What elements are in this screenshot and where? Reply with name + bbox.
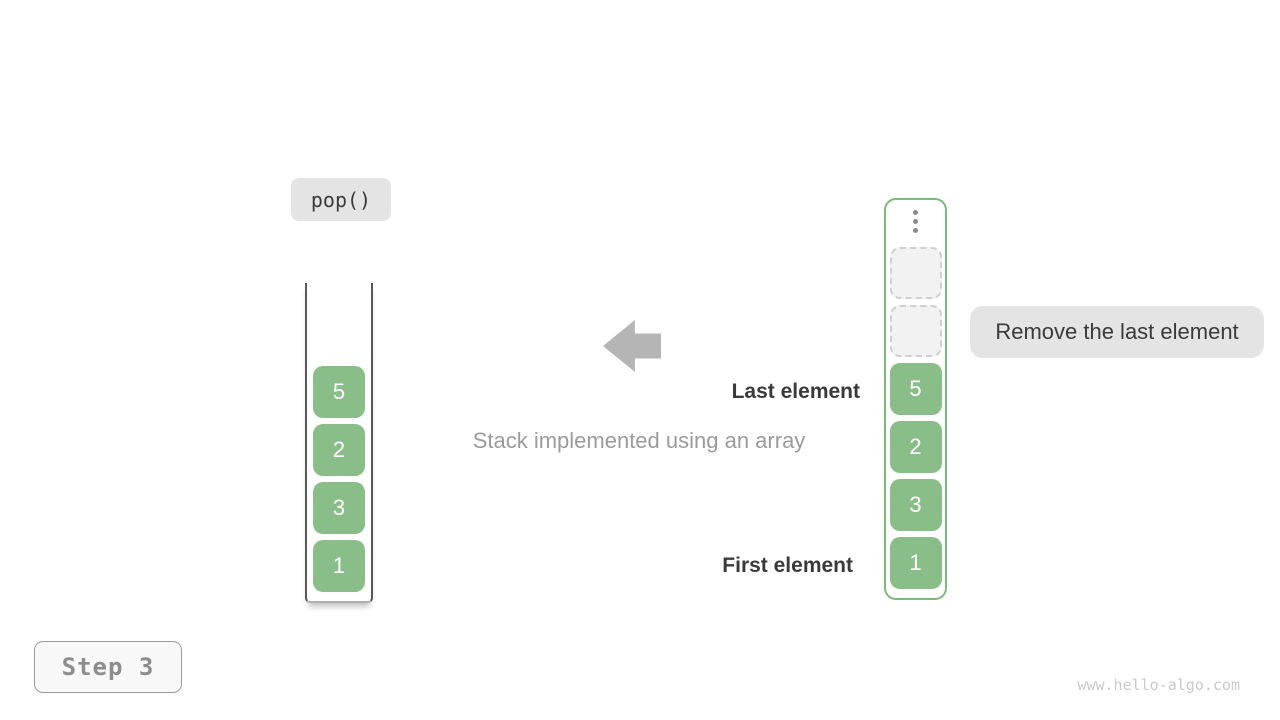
action-label-text: Remove the last element bbox=[995, 319, 1239, 344]
figure-caption: Stack implemented using an array bbox=[472, 428, 806, 453]
stack-container: 5 2 3 1 bbox=[305, 283, 373, 603]
array-element: 3 bbox=[889, 479, 942, 531]
empty-array-slot bbox=[889, 247, 942, 299]
step-indicator-text: Step 3 bbox=[61, 653, 155, 681]
stack-element: 5 bbox=[313, 366, 365, 418]
array-container: 5 2 3 1 bbox=[884, 198, 947, 600]
arrow-left-icon bbox=[603, 320, 661, 372]
stack-element: 2 bbox=[313, 424, 365, 476]
step-indicator: Step 3 bbox=[34, 641, 182, 693]
watermark: www.hello-algo.com bbox=[1077, 676, 1240, 694]
array-element: 5 bbox=[889, 363, 942, 415]
array-element: 2 bbox=[889, 421, 942, 473]
operation-label-text: pop() bbox=[310, 187, 372, 212]
empty-array-slot bbox=[889, 305, 942, 357]
last-element-label: Last element bbox=[731, 380, 860, 403]
action-label: Remove the last element bbox=[970, 306, 1264, 358]
stack-element: 3 bbox=[313, 482, 365, 534]
array-element: 1 bbox=[889, 537, 942, 589]
operation-label: pop() bbox=[291, 178, 391, 221]
ellipsis-icon bbox=[913, 210, 918, 233]
first-element-label: First element bbox=[722, 554, 853, 577]
stack-element: 1 bbox=[313, 540, 365, 592]
